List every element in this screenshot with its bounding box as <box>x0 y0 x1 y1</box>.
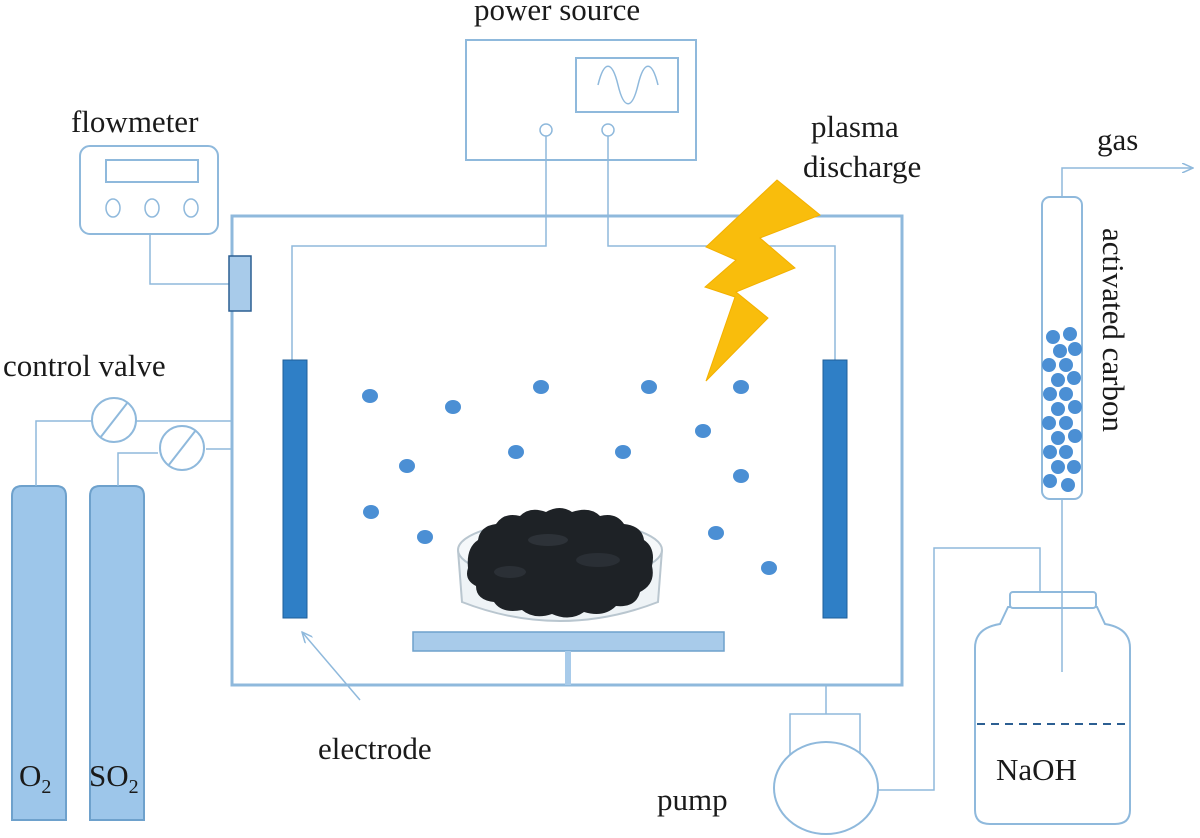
flowmeter <box>79 145 219 235</box>
plate-stand <box>565 651 571 685</box>
flowmeter-line <box>149 234 230 285</box>
electrode-pointer-arrow <box>302 632 361 701</box>
plasma-label-line2: discharge <box>803 149 921 184</box>
activated-carbon-column <box>1041 196 1083 500</box>
control-valve-2 <box>159 425 205 471</box>
lightning-bolt-icon <box>704 179 821 382</box>
particle <box>761 561 777 575</box>
particle <box>733 469 749 483</box>
wire-left-electrode <box>291 136 547 360</box>
electrode-right <box>822 359 848 619</box>
pump <box>773 713 879 835</box>
so2-cylinder <box>89 485 145 821</box>
plasma-particles <box>362 380 777 575</box>
particle <box>445 400 461 414</box>
particle <box>708 526 724 540</box>
power-terminal-right <box>601 123 615 137</box>
particle <box>399 459 415 473</box>
sine-wave-icon <box>597 65 659 105</box>
control-valve-1 <box>91 397 137 443</box>
particle <box>362 389 378 403</box>
flowmeter-display <box>105 159 199 183</box>
particle <box>533 380 549 394</box>
sample-plate <box>412 631 725 652</box>
petri-dish-sample <box>457 508 663 622</box>
o2-cylinder <box>11 485 67 821</box>
particle <box>641 380 657 394</box>
flowmeter-knob-1 <box>105 198 121 218</box>
flowmeter-port <box>228 255 252 312</box>
particle <box>695 424 711 438</box>
particle <box>733 380 749 394</box>
naoh-bottle <box>974 591 1131 825</box>
bottle-cap <box>1009 591 1097 609</box>
electrode-label: electrode <box>318 731 432 766</box>
gas-outlet-line <box>1061 168 1193 197</box>
o2-gas-line <box>35 420 92 486</box>
o2-label: O2 <box>19 758 51 798</box>
particle <box>417 530 433 544</box>
particle <box>363 505 379 519</box>
oscilloscope-screen <box>575 57 679 113</box>
plasma-label-line1: plasma <box>811 109 899 144</box>
power-terminal-left <box>539 123 553 137</box>
flowmeter-knob-2 <box>144 198 160 218</box>
activated-carbon-label: activated carbon <box>1096 228 1131 432</box>
power-source <box>465 39 697 161</box>
flowmeter-knob-3 <box>183 198 199 218</box>
electrode-left <box>282 359 308 619</box>
black-powder <box>467 508 653 618</box>
so2-label: SO2 <box>89 758 139 798</box>
particle <box>508 445 524 459</box>
naoh-label: NaOH <box>996 752 1077 787</box>
so2-gas-line <box>117 452 158 486</box>
carbon-granules <box>1042 327 1082 492</box>
control-valve-label: control valve <box>3 348 166 383</box>
flowmeter-label: flowmeter <box>71 104 199 139</box>
power-source-label: power source <box>474 0 640 27</box>
particle <box>615 445 631 459</box>
pump-label: pump <box>657 782 728 817</box>
gas-label: gas <box>1097 122 1138 157</box>
